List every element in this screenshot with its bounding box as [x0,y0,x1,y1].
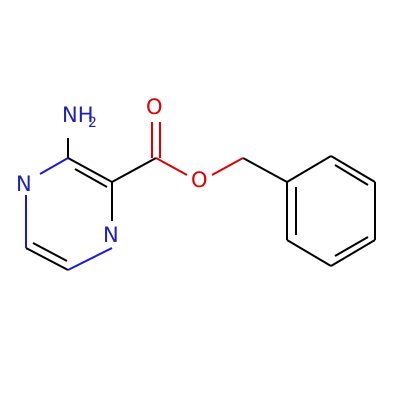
bond-c2-c1 [67,157,113,183]
bond-ph2 [286,239,332,267]
amine-subscript: 2 [88,115,97,131]
bond-c1-carbonyl [111,157,157,183]
ester-oxygen: O [191,168,208,192]
bond-ph3 [330,239,376,267]
carbonyl-oxygen: O [146,95,163,119]
bond-carbonyl-ester-o [155,157,188,176]
bond-ch2-ring [242,157,288,183]
bond-n1-c6 [67,247,113,271]
ring-nitrogen-left: N [16,172,32,196]
bond-ph6 [286,155,332,183]
bond-c2-c1-inner [74,168,108,188]
bond-c6-c5-inner [32,242,68,262]
bond-ph5 [330,155,376,183]
amine-label: NH [62,103,94,127]
bond-ph5-inner [334,164,369,186]
phenyl-ring [286,155,376,267]
atom-labels: NH 2 N N O O [16,95,208,247]
amine-main-text: NH [62,103,94,127]
bond-ester-o-ch2 [211,157,244,176]
ester-group [111,122,288,183]
ring-nitrogen-right: N [103,223,119,247]
bond-c6-c5 [25,247,69,271]
bond-ph3-inner [334,236,369,257]
bond-n4-c2 [39,157,69,175]
pyrazine-ring [25,138,113,271]
